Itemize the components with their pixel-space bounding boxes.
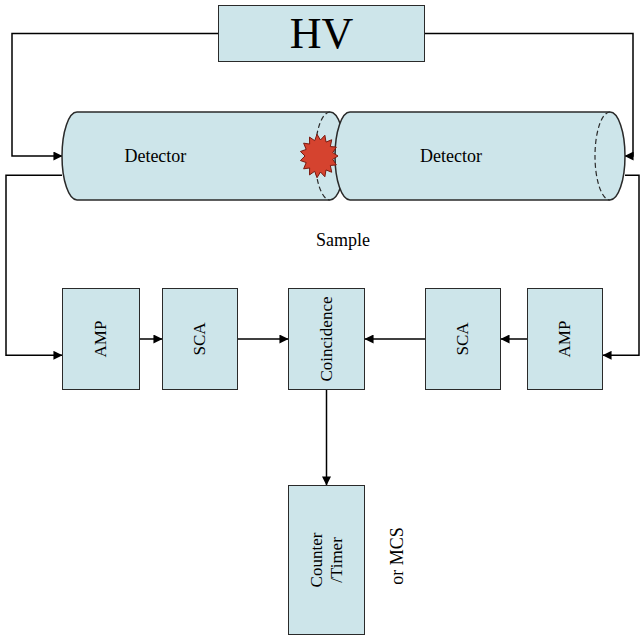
- node-label: SCA: [190, 322, 210, 355]
- signal-wire: [501, 338, 527, 340]
- signal-wire: [365, 338, 425, 340]
- counter-box: Counter /Timer: [288, 485, 365, 635]
- detector-cylinder: Detector: [62, 112, 345, 200]
- node-label: Detector: [420, 146, 482, 167]
- cylinder-body: [335, 112, 625, 200]
- node-label: AMP: [555, 321, 575, 358]
- cylinder-body: [62, 112, 345, 200]
- signal-wire: [326, 390, 328, 485]
- node-label: Coincidence: [317, 297, 337, 382]
- signal-wire: [238, 338, 288, 340]
- coincidence-box: Coincidence: [288, 288, 365, 390]
- sample-blob: [300, 134, 338, 177]
- node-label: Detector: [124, 146, 186, 167]
- power-supply-box: HV: [218, 5, 425, 62]
- node-label: AMP: [91, 321, 111, 358]
- signal-wire: [603, 175, 639, 355]
- node-label: Counter /Timer: [307, 518, 346, 602]
- node-label: HV: [290, 8, 354, 59]
- cylinder-outline: [62, 112, 345, 200]
- amplifier-box: AMP: [62, 288, 140, 390]
- detector-cylinder: Detector: [335, 112, 625, 200]
- amplifier-box: AMP: [527, 288, 603, 390]
- cylinder-face: [595, 112, 610, 200]
- node-label: SCA: [453, 322, 473, 355]
- cylinder-face: [315, 112, 330, 200]
- signal-wire: [140, 338, 162, 340]
- sca-box: SCA: [425, 288, 501, 390]
- signal-wire: [6, 175, 62, 355]
- sample-label: Sample: [316, 230, 370, 251]
- sca-box: SCA: [162, 288, 238, 390]
- alternative-note: or MCS: [387, 527, 408, 585]
